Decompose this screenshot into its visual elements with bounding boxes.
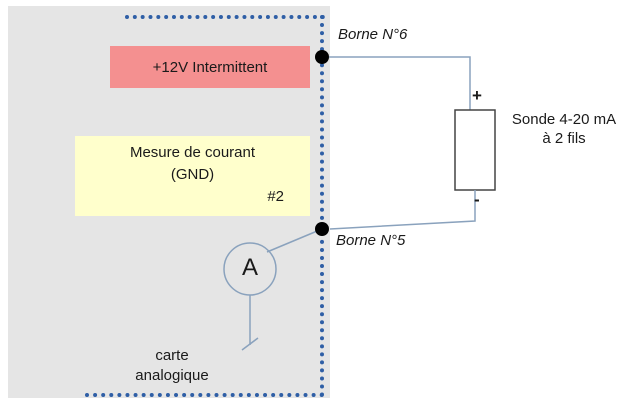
measure-label-line3: #2 <box>267 188 284 205</box>
probe-rect <box>454 109 496 191</box>
dotted-border-top <box>125 15 325 19</box>
supply-12v-block: +12V Intermittent <box>110 46 310 88</box>
wire-probe-to-terminal5 <box>329 190 476 230</box>
probe-label-line1: Sonde 4-20 mA <box>511 111 617 128</box>
analog-card-caption: carte analogique <box>112 346 232 386</box>
measure-label-line2: (GND) <box>170 166 215 183</box>
wire-terminal6-to-probe <box>329 56 471 110</box>
current-measure-block: Mesure de courant (GND) #2 <box>75 136 310 216</box>
analog-card-caption-line2: analogique <box>135 367 209 384</box>
probe-label-line2: à 2 fils <box>542 130 586 147</box>
dotted-border-right <box>320 15 324 397</box>
terminal-6-label: Borne N°6 <box>338 26 408 43</box>
terminal-5-label: Borne N°5 <box>336 232 406 249</box>
supply-12v-label: +12V Intermittent <box>152 58 268 76</box>
ammeter-letter: A <box>241 254 258 281</box>
probe-label: Sonde 4-20 mA à 2 fils <box>496 110 632 148</box>
probe-minus-label: - <box>474 190 480 209</box>
analog-card-caption-line1: carte <box>155 347 189 364</box>
measure-label-line1: Mesure de courant <box>129 144 256 161</box>
dotted-border-bottom <box>85 393 324 397</box>
probe-plus-label: + <box>472 86 482 105</box>
